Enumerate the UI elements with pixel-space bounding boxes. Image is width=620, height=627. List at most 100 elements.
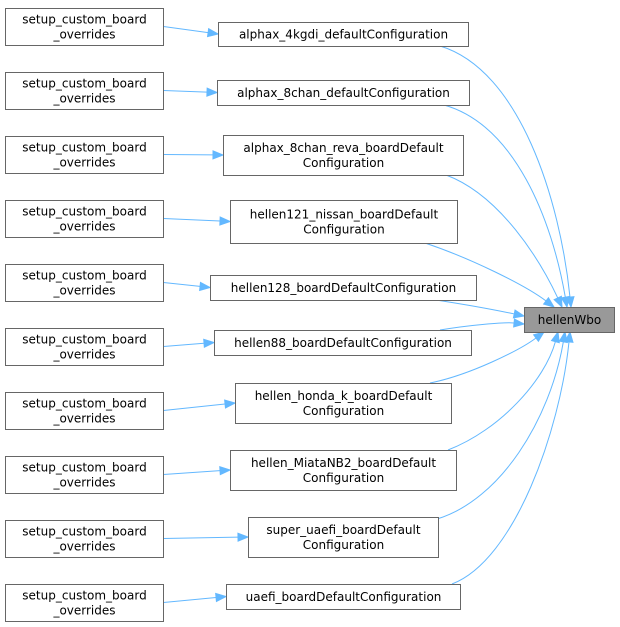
edge-line (163, 282, 201, 287)
edge-line (439, 322, 515, 331)
edge-to-target-8 (447, 330, 560, 451)
node-super-uaefi-boarddefaultconfiguration-box (248, 517, 439, 558)
edge-to-target-3 (445, 174, 563, 309)
node-hellen-honda-k-boarddefaultconfiguration-label: hellen_honda_k_boardDefault (255, 389, 433, 403)
edges (163, 26, 575, 603)
node-setup-custom-board-overrides[interactable]: setup_custom_board_overrides (5, 264, 164, 302)
node-alphax-4kgdi-defaultconfiguration-label: alphax_4kgdi_defaultConfiguration (239, 28, 448, 42)
edge-line (436, 341, 564, 520)
arrow-head (512, 309, 526, 319)
node-setup-custom-board-overrides[interactable]: setup_custom_board_overrides (5, 136, 164, 174)
edge-line (445, 174, 559, 299)
node-hellen128-boarddefaultconfiguration-box (210, 275, 477, 301)
node-setup-custom-board-overrides-box (5, 456, 164, 494)
arrow-head (237, 532, 250, 542)
edge-line (163, 536, 239, 539)
node-hellen121-nissan-boarddefaultconfiguration-label: Configuration (303, 223, 384, 237)
node-setup-custom-board-overrides-label: _overrides (52, 540, 115, 554)
node-alphax-8chan-defaultconfiguration[interactable]: alphax_8chan_defaultConfiguration (217, 80, 470, 106)
node-super-uaefi-boarddefaultconfiguration[interactable]: super_uaefi_boardDefaultConfiguration (248, 517, 439, 558)
node-uaefi-boarddefaultconfiguration[interactable]: uaefi_boardDefaultConfiguration (226, 584, 461, 610)
node-super-uaefi-boarddefaultconfiguration-label: Configuration (303, 538, 384, 552)
node-setup-custom-board-overrides-label: _overrides (52, 156, 115, 170)
node-setup-custom-board-overrides-label: _overrides (52, 412, 115, 426)
arrow-head (560, 295, 570, 309)
arrow-head (542, 296, 556, 308)
node-hellen88-boarddefaultconfiguration[interactable]: hellen88_boardDefaultConfiguration (214, 330, 472, 356)
arrow-head (550, 330, 560, 344)
edge-caller-1 (163, 26, 220, 38)
edge-caller-2 (163, 87, 219, 97)
node-setup-custom-board-overrides[interactable]: setup_custom_board_overrides (5, 456, 164, 494)
node-hellen-miatanb2-boarddefaultconfiguration[interactable]: hellen_MiataNB2_boardDefaultConfiguratio… (230, 450, 457, 491)
node-setup-custom-board-overrides-label: setup_custom_board (22, 269, 146, 283)
edge-caller-3 (163, 150, 225, 160)
node-setup-custom-board-overrides-label: _overrides (52, 28, 115, 42)
node-setup-custom-board-overrides[interactable]: setup_custom_board_overrides (5, 72, 164, 110)
node-setup-custom-board-overrides[interactable]: setup_custom_board_overrides (5, 584, 164, 622)
edge-to-target-2 (443, 104, 570, 309)
arrow-head (212, 150, 225, 160)
node-alphax-8chan-defaultconfiguration-label: alphax_8chan_defaultConfiguration (237, 86, 450, 100)
edge-caller-8 (163, 465, 232, 476)
arrow-head (219, 216, 232, 226)
node-setup-custom-board-overrides[interactable]: setup_custom_board_overrides (5, 8, 164, 46)
arrow-head (206, 27, 220, 38)
node-alphax-8chan-reva-boarddefaultconfiguration[interactable]: alphax_8chan_reva_boardDefaultConfigurat… (223, 135, 464, 176)
node-hellen-honda-k-boarddefaultconfiguration-label: Configuration (303, 404, 384, 418)
node-setup-custom-board-overrides[interactable]: setup_custom_board_overrides (5, 328, 164, 366)
arrow-head (553, 295, 563, 309)
arrow-head (513, 318, 526, 328)
arrow-head (564, 330, 574, 343)
node-alphax-4kgdi-defaultconfiguration-box (218, 22, 469, 47)
node-setup-custom-board-overrides-label: _overrides (52, 220, 115, 234)
node-setup-custom-board-overrides-box (5, 72, 164, 110)
node-hellen-honda-k-boarddefaultconfiguration[interactable]: hellen_honda_k_boardDefaultConfiguration (235, 383, 452, 424)
node-alphax-4kgdi-defaultconfiguration[interactable]: alphax_4kgdi_defaultConfiguration (218, 22, 469, 47)
edge-line (451, 341, 570, 585)
node-setup-custom-board-overrides-label: _overrides (52, 604, 115, 618)
edge-line (447, 341, 556, 451)
node-hellen121-nissan-boarddefaultconfiguration-label: hellen121_nissan_boardDefault (250, 208, 439, 222)
node-setup-custom-board-overrides-box (5, 520, 164, 558)
arrow-head (224, 399, 237, 409)
arrow-head (215, 592, 228, 603)
node-setup-custom-board-overrides-label: setup_custom_board (22, 589, 146, 603)
arrow-head (199, 281, 212, 292)
node-setup-custom-board-overrides-label: _overrides (52, 476, 115, 490)
edge-line (163, 342, 205, 347)
node-setup-custom-board-overrides-box (5, 328, 164, 366)
edge-to-target-4 (424, 242, 556, 308)
node-setup-custom-board-overrides-label: _overrides (52, 92, 115, 106)
node-alphax-8chan-defaultconfiguration-box (217, 80, 470, 106)
node-setup-custom-board-overrides-label: setup_custom_board (22, 397, 146, 411)
node-hellen121-nissan-boarddefaultconfiguration[interactable]: hellen121_nissan_boardDefaultConfigurati… (230, 200, 458, 244)
node-setup-custom-board-overrides[interactable]: setup_custom_board_overrides (5, 200, 164, 238)
node-setup-custom-board-overrides-box (5, 136, 164, 174)
node-setup-custom-board-overrides-label: _overrides (52, 284, 115, 298)
node-hellen121-nissan-boarddefaultconfiguration-box (230, 200, 458, 244)
node-hellen88-boarddefaultconfiguration-box (214, 330, 472, 356)
node-setup-custom-board-overrides-label: setup_custom_board (22, 333, 146, 347)
node-setup-custom-board-overrides-box (5, 264, 164, 302)
node-setup-custom-board-overrides[interactable]: setup_custom_board_overrides (5, 520, 164, 558)
node-setup-custom-board-overrides-label: _overrides (52, 348, 115, 362)
edge-line (443, 104, 566, 298)
edge-caller-4 (163, 216, 232, 226)
node-hellen-miatanb2-boarddefaultconfiguration-label: hellen_MiataNB2_boardDefault (251, 456, 436, 470)
node-hellenwbo-target[interactable]: hellenWbo (524, 307, 615, 333)
arrow-head (219, 465, 232, 476)
edge-line (163, 470, 221, 475)
arrow-head (532, 331, 546, 343)
node-setup-custom-board-overrides-label: setup_custom_board (22, 461, 146, 475)
edge-line (163, 218, 221, 222)
edge-line (163, 26, 209, 34)
node-hellen88-boarddefaultconfiguration-label: hellen88_boardDefaultConfiguration (234, 336, 452, 350)
edge-to-target-9 (436, 330, 568, 520)
arrow-head (203, 338, 216, 349)
node-hellen128-boarddefaultconfiguration[interactable]: hellen128_boardDefaultConfiguration (210, 275, 477, 301)
node-alphax-8chan-reva-boarddefaultconfiguration-label: Configuration (303, 156, 384, 170)
node-setup-custom-board-overrides[interactable]: setup_custom_board_overrides (5, 392, 164, 430)
